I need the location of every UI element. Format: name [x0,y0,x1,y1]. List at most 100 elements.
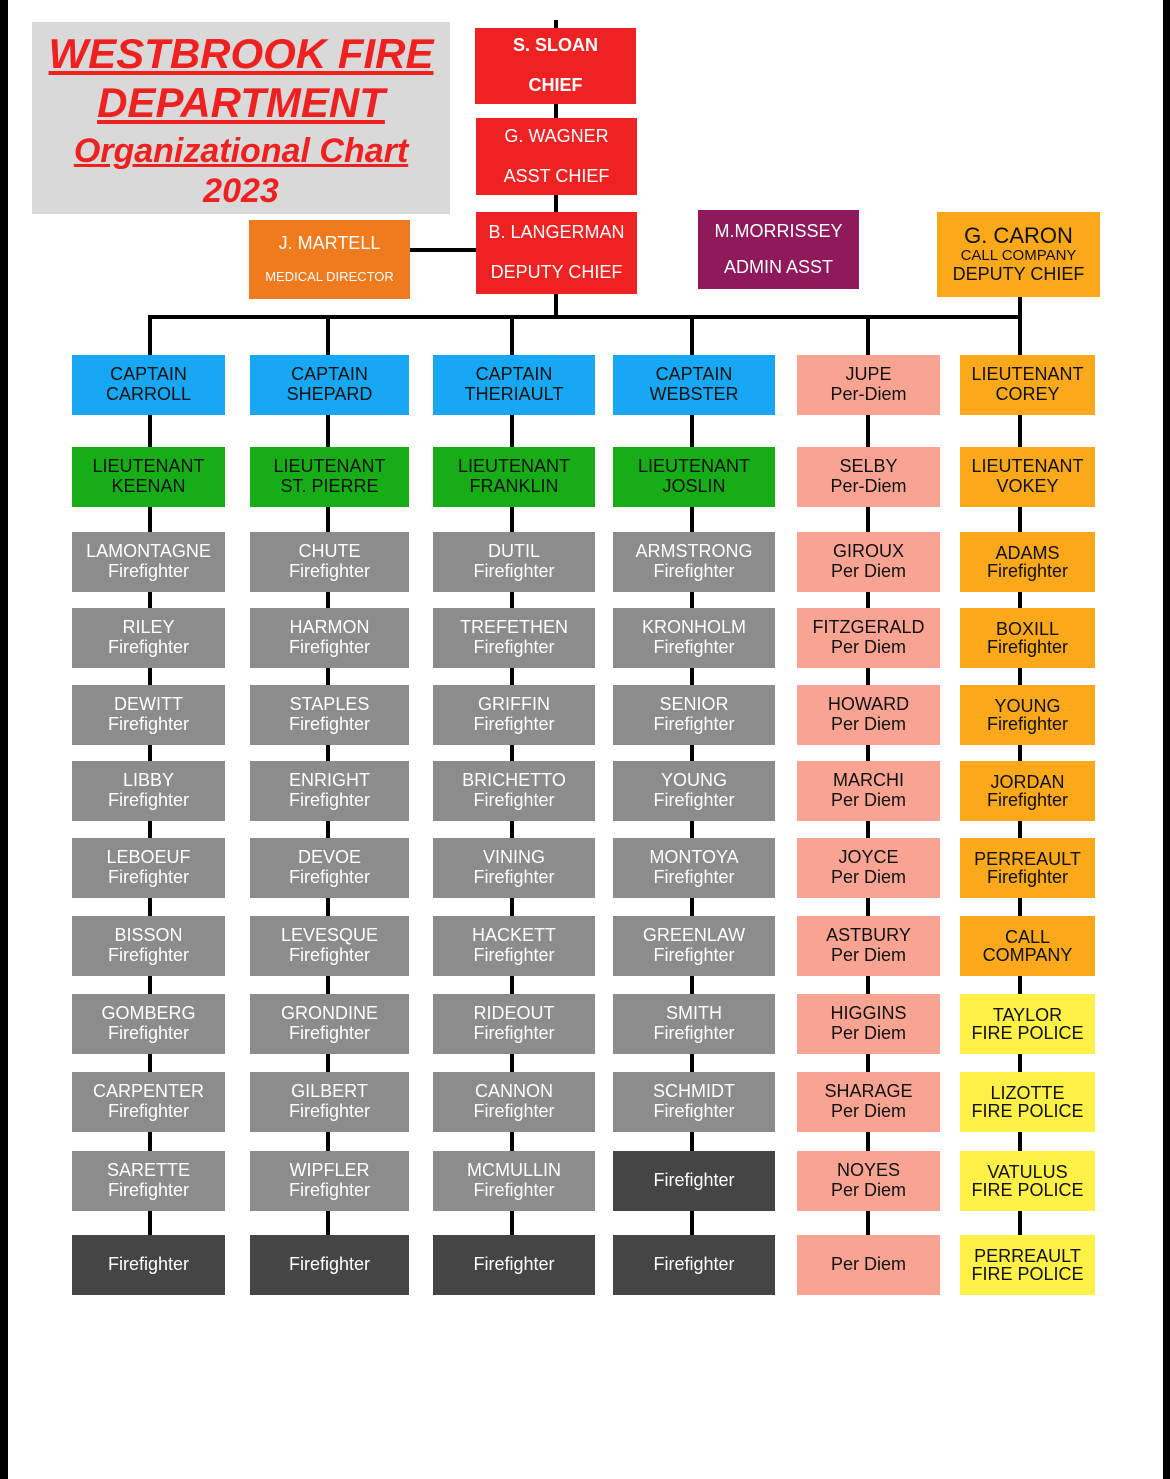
box-line-1: RILEY [122,617,175,638]
box-line-2: Firefighter [107,561,190,581]
box-line-1: LEBOEUF [106,847,191,868]
box-line-2: Firefighter [653,867,735,887]
box-line-2: Per Diem [830,867,906,887]
box-line-1: JOYCE [838,847,899,868]
box-line-1: Firefighter [473,1254,555,1275]
box-line-1: HARMON [289,617,370,638]
box-line-2: Firefighter [653,637,735,657]
medical-director-name: J. MARTELL [278,233,381,254]
box-line-2: Per Diem [830,714,906,734]
box-line-2: Firefighter [473,790,555,810]
box-line-2: Firefighter [986,867,1069,887]
box-line-1: BOXILL [995,619,1060,639]
box-line-2: Firefighter [288,1023,371,1043]
box-line-1: LIZOTTE [990,1083,1065,1103]
box-line-1: VATULUS [987,1162,1068,1182]
box-line-2: Firefighter [288,945,371,965]
box-line-1: CAPTAIN [110,364,187,385]
box-line-2: Firefighter [288,790,371,810]
box-line-1: GREENLAW [642,925,746,946]
box-line-2: COMPANY [982,945,1073,965]
box-line-2: Per Diem [830,1023,906,1043]
box-line-1: LIEUTENANT [273,456,386,477]
box-line-1: MARCHI [833,770,904,791]
box-line-2: Firefighter [473,1101,555,1121]
box-line-1: CAPTAIN [475,364,553,385]
box-line-2: JOSLIN [662,476,726,496]
box-line-2: Firefighter [107,637,190,657]
box-line-1: LIEUTENANT [92,456,205,477]
chief-name: S. SLOAN [512,35,598,56]
chart-title-box: WESTBROOK FIRE DEPARTMENT Organizational… [32,22,450,214]
box-line-1: DEWITT [114,694,183,715]
box-line-1: GRONDINE [280,1003,378,1024]
box-line-2: Firefighter [107,945,190,965]
box-line-2: Per Diem [830,1180,906,1200]
box-line-1: YOUNG [660,770,727,791]
box-line-2: Per Diem [830,637,906,657]
box-line-1: CAPTAIN [291,364,368,385]
box-line-2: Firefighter [288,714,371,734]
asst-chief-name: G. WAGNER [504,125,609,146]
box-line-2: CARROLL [105,384,192,404]
box-line-1: LIEUTENANT [971,364,1084,385]
title-line-2: DEPARTMENT [97,79,385,126]
box-line-2: Firefighter [288,1101,371,1121]
call-company-deputy-box: G. CARON CALL COMPANY DEPUTY CHIEF [937,212,1100,297]
box-line-1: WIPFLER [289,1160,370,1181]
box-line-2: Firefighter [107,1101,190,1121]
box-line-1: JORDAN [990,772,1065,792]
box-line-1: STAPLES [289,694,370,715]
box-line-2: Firefighter [986,790,1069,810]
deputy-chief-name: B. LANGERMAN [488,222,625,243]
per-diem-box: Per Diem [797,1235,940,1295]
box-line-2: Firefighter [473,1180,555,1200]
medical-director-box: J. MARTELL MEDICAL DIRECTOR [249,220,410,299]
vacant-firefighter-box: Firefighter [613,1151,775,1211]
box-line-2: ST. PIERRE [280,476,379,496]
chief-role: CHIEF [528,75,583,95]
medical-director-role: MEDICAL DIRECTOR [265,269,394,285]
box-line-1: ENRIGHT [289,770,370,791]
box-line-2: KEENAN [111,476,186,496]
call-deputy-name: G. CARON [964,223,1073,249]
box-line-1: SELBY [839,456,898,477]
box-line-1: HACKETT [471,925,556,946]
box-line-1: LAMONTAGNE [86,541,211,562]
box-line-2: VOKEY [996,476,1059,496]
box-line-1: CANNON [474,1081,553,1102]
box-line-1: NOYES [836,1160,901,1181]
box-line-2: Per Diem [830,1101,906,1121]
box-line-1: PERREAULT [974,849,1081,869]
box-line-2: Firefighter [986,561,1069,581]
box-line-1: HIGGINS [830,1003,907,1024]
box-line-1: MONTOYA [649,847,739,868]
box-line-1: BISSON [114,925,183,946]
